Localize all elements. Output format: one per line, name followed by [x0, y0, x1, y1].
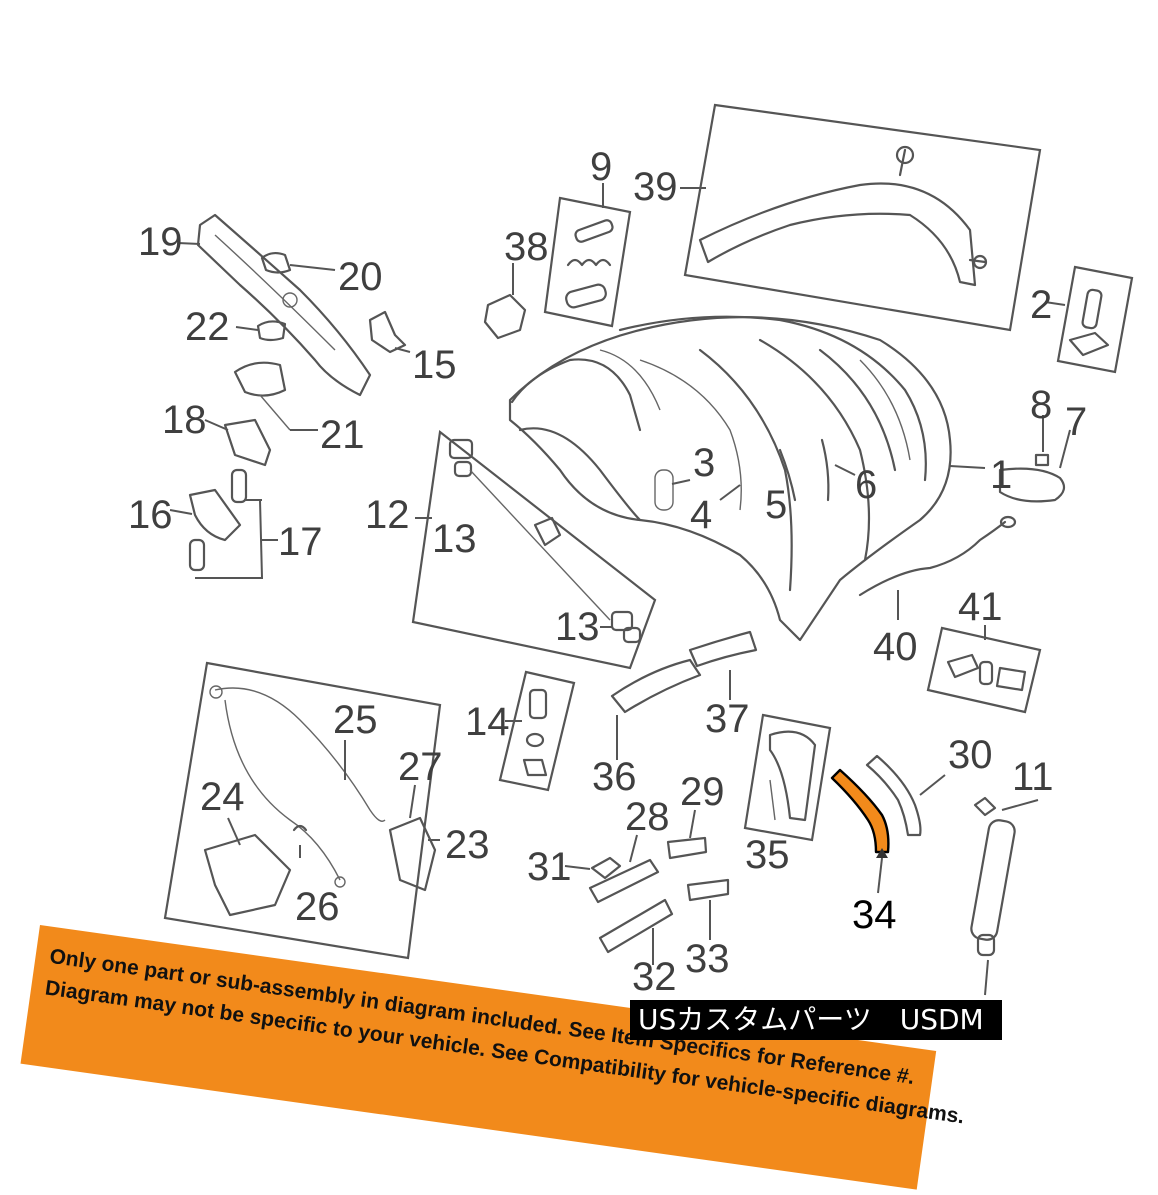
- label-17: 17: [278, 520, 323, 564]
- label-25: 25: [333, 698, 378, 742]
- label-12: 12: [365, 493, 410, 537]
- label-38: 38: [504, 225, 549, 269]
- part-41-box: [926, 625, 1042, 714]
- label-26: 26: [295, 885, 340, 929]
- part-38: [483, 263, 527, 340]
- part-14-box: [498, 670, 576, 792]
- label-16: 16: [128, 493, 173, 537]
- label-13a: 13: [432, 517, 477, 561]
- parts-diagram: 1 2 3 4 5 6 7 8 9 11 12 13 13 14 15 16 1…: [128, 103, 1134, 999]
- label-29: 29: [680, 770, 725, 814]
- label-41: 41: [958, 585, 1003, 629]
- label-21: 21: [320, 413, 365, 457]
- part-23-box: [163, 661, 442, 960]
- part-40: [858, 515, 1017, 620]
- label-23: 23: [445, 823, 490, 867]
- label-36: 36: [592, 755, 637, 799]
- part-35-box: [743, 713, 832, 842]
- label-39: 39: [633, 165, 678, 209]
- label-6: 6: [855, 463, 877, 507]
- label-31: 31: [527, 845, 572, 889]
- label-34: 34: [852, 893, 897, 937]
- label-35: 35: [745, 833, 790, 877]
- part-9-box: [543, 183, 632, 328]
- label-18: 18: [162, 398, 207, 442]
- label-19: 19: [138, 220, 183, 264]
- part-34-highlighted: [830, 768, 890, 894]
- part-11-strut: [970, 796, 1039, 996]
- label-27: 27: [398, 745, 443, 789]
- part-39-box: [680, 103, 1042, 332]
- part-2-box: [1044, 265, 1134, 374]
- weatherstrips-36-37: [610, 630, 758, 760]
- seller-watermark: USカスタムパーツ USDM: [630, 1000, 1002, 1040]
- label-4: 4: [690, 493, 712, 537]
- label-33: 33: [685, 937, 730, 981]
- label-7: 7: [1065, 400, 1087, 444]
- label-1: 1: [990, 453, 1012, 497]
- seal-strips-28-33: [564, 809, 730, 965]
- label-13b: 13: [555, 605, 600, 649]
- label-14: 14: [465, 700, 510, 744]
- label-32: 32: [632, 955, 677, 999]
- label-2: 2: [1030, 283, 1052, 327]
- label-22: 22: [185, 305, 230, 349]
- convertible-top-assembly: [508, 315, 952, 642]
- label-5: 5: [765, 483, 787, 527]
- seal-parts-3-6: [671, 438, 986, 502]
- label-3: 3: [693, 441, 715, 485]
- label-28: 28: [625, 795, 670, 839]
- label-20: 20: [338, 255, 383, 299]
- part-30: [865, 754, 946, 837]
- label-11: 11: [1012, 755, 1054, 799]
- callout-labels: 1 2 3 4 5 6 7 8 9 11 12 13 13 14 15 16 1…: [128, 145, 1087, 999]
- label-37: 37: [705, 697, 750, 741]
- label-24: 24: [200, 775, 245, 819]
- label-15: 15: [412, 343, 457, 387]
- part-12-box: [411, 429, 657, 670]
- label-8: 8: [1030, 383, 1052, 427]
- part-7-8: [998, 415, 1071, 503]
- left-side-parts: [169, 213, 411, 579]
- label-9: 9: [590, 145, 612, 189]
- label-30: 30: [948, 733, 993, 777]
- label-40: 40: [873, 625, 918, 669]
